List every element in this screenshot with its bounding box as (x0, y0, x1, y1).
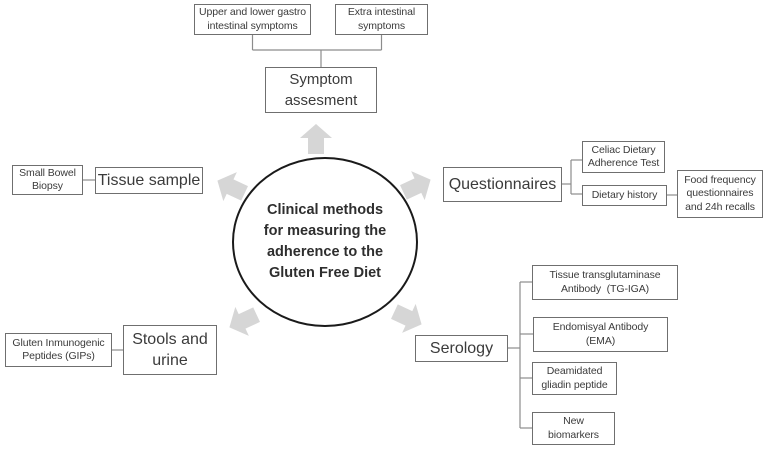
arrow-upper-right-icon (400, 171, 431, 201)
node-label: Tissue transglutaminase (549, 269, 661, 281)
node-upper-lower-gastro-symptoms: Upper and lower gastro intestinal sympto… (194, 4, 311, 35)
central-topic-line: adherence to the (266, 244, 384, 260)
node-label: Peptides (GIPs) (22, 350, 95, 362)
node-label: Symptom (289, 71, 353, 88)
central-topic-line: Clinical methods (266, 202, 384, 218)
node-deamidated-gliadin-peptide: Deamidated gliadin peptide (532, 362, 617, 395)
node-label: questionnaires (686, 187, 754, 200)
connector-lines (83, 35, 677, 429)
central-topic-circle: Clinical methods for measuring the adher… (232, 157, 418, 327)
node-label: Questionnaires (448, 176, 557, 193)
node-questionnaires: Questionnaires (443, 167, 562, 202)
node-label: Extra intestinal (347, 6, 416, 18)
node-label: Endomisyal Antibody (552, 321, 649, 333)
central-topic-line: for measuring the (263, 223, 387, 239)
node-label: symptoms (357, 19, 406, 32)
node-label: Small Bowel (19, 166, 76, 179)
node-endomisyal-antibody: Endomisyal Antibody (EMA) (533, 317, 668, 352)
node-symptom-assessment: Symptom assesment (265, 67, 377, 113)
node-label: Adherence Test (587, 157, 660, 169)
node-label: New (563, 415, 584, 427)
node-new-biomarkers: New biomarkers (532, 412, 615, 445)
block-arrows (217, 124, 431, 336)
arrow-lower-left-icon (229, 306, 260, 336)
node-gluten-immunogenic-peptides: Gluten Inmunogenic Peptides (GIPs) (5, 333, 112, 367)
arrow-upper-left-icon (217, 172, 248, 202)
node-label: intestinal symptoms (207, 19, 298, 32)
node-label: Tissue sample (97, 172, 201, 189)
node-label: Upper and lower gastro (199, 6, 306, 18)
node-tissue-sample: Tissue sample (95, 167, 203, 194)
node-label: (EMA) (585, 334, 616, 347)
node-label: assesment (284, 92, 358, 109)
node-label: Celiac Dietary (591, 143, 656, 156)
node-small-bowel-biopsy: Small Bowel Biopsy (12, 165, 83, 195)
node-dietary-history: Dietary history (582, 185, 667, 206)
node-label: Antibody (TG-IGA) (560, 282, 650, 295)
node-celiac-dietary-adherence-test: Celiac Dietary Adherence Test (582, 141, 665, 173)
central-topic-line: Gluten Free Diet (269, 265, 381, 281)
arrow-up-icon (300, 124, 332, 154)
node-extra-intestinal-symptoms: Extra intestinal symptoms (335, 4, 428, 35)
node-label: Biopsy (32, 180, 63, 192)
node-label: and 24h recalls (685, 200, 755, 213)
node-label: Deamidated (546, 365, 603, 377)
node-label: Food frequency (684, 173, 756, 186)
node-stools-and-urine: Stools and urine (123, 325, 217, 375)
node-label: urine (152, 352, 188, 369)
node-label: gliadin peptide (541, 378, 608, 391)
node-tissue-transglutaminase-antibody: Tissue transglutaminase Antibody (TG-IGA… (532, 265, 678, 300)
node-food-frequency-questionnaires: Food frequency questionnaires and 24h re… (677, 170, 763, 218)
node-label: Gluten Inmunogenic (12, 336, 105, 349)
node-label: Dietary history (591, 188, 658, 201)
node-label: Serology (429, 340, 494, 357)
arrow-lower-right-icon (391, 303, 422, 333)
node-label: Stools and (132, 331, 208, 348)
node-label: biomarkers (548, 428, 599, 441)
node-serology: Serology (415, 335, 508, 362)
